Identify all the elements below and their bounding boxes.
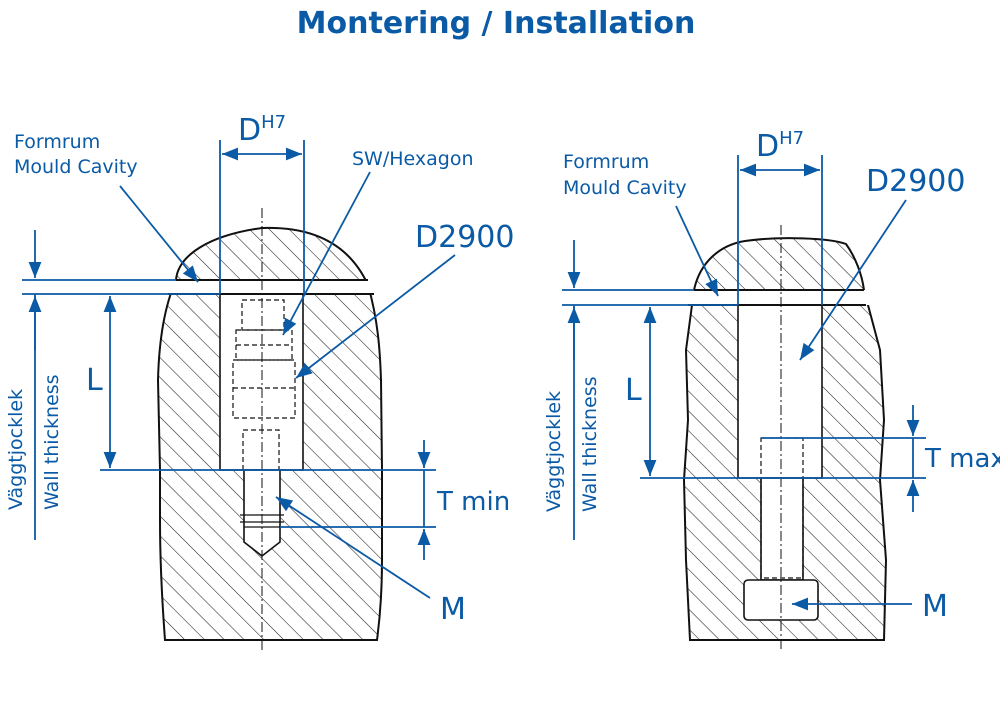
left-tmin-label: T min — [436, 487, 510, 517]
right-length-label: L — [625, 373, 642, 408]
left-wall-gap — [150, 280, 390, 294]
right-wall-label-sv: Väggtjocklek — [543, 391, 565, 512]
right-cavity-label-sv: Formrum — [563, 151, 649, 173]
left-wall-label-sv: Väggtjocklek — [5, 389, 27, 510]
left-drawing — [150, 208, 390, 650]
left-annotations: DH7 Formrum Mould Cavity SW/Hexagon D290… — [5, 112, 514, 627]
right-tmax-label: T max — [924, 444, 1000, 474]
right-cavity-label-en: Mould Cavity — [563, 177, 687, 199]
right-wall-gap — [680, 290, 890, 305]
right-thread-label: M — [922, 589, 948, 624]
left-cavity-label-en: Mould Cavity — [14, 156, 138, 178]
right-bore — [737, 304, 823, 479]
right-wall-label-en: Wall thickness — [579, 376, 601, 512]
left-thread-label: M — [440, 592, 466, 627]
page-title: Montering / Installation — [297, 6, 696, 41]
right-part-label: D2900 — [866, 164, 965, 199]
right-bolt-hole — [760, 477, 804, 581]
left-hexagon-label: SW/Hexagon — [352, 148, 474, 170]
right-diameter-label: DH7 — [756, 128, 804, 164]
left-part-label: D2900 — [415, 220, 514, 255]
left-cavity-label-sv: Formrum — [14, 131, 100, 153]
right-annotations: DH7 Formrum Mould Cavity D2900 Väggtjock… — [543, 128, 1000, 624]
left-wall-label-en: Wall thickness — [41, 374, 63, 510]
left-length-label: L — [86, 363, 103, 398]
right-drawing — [680, 225, 890, 650]
left-diameter-label: DH7 — [238, 112, 286, 148]
